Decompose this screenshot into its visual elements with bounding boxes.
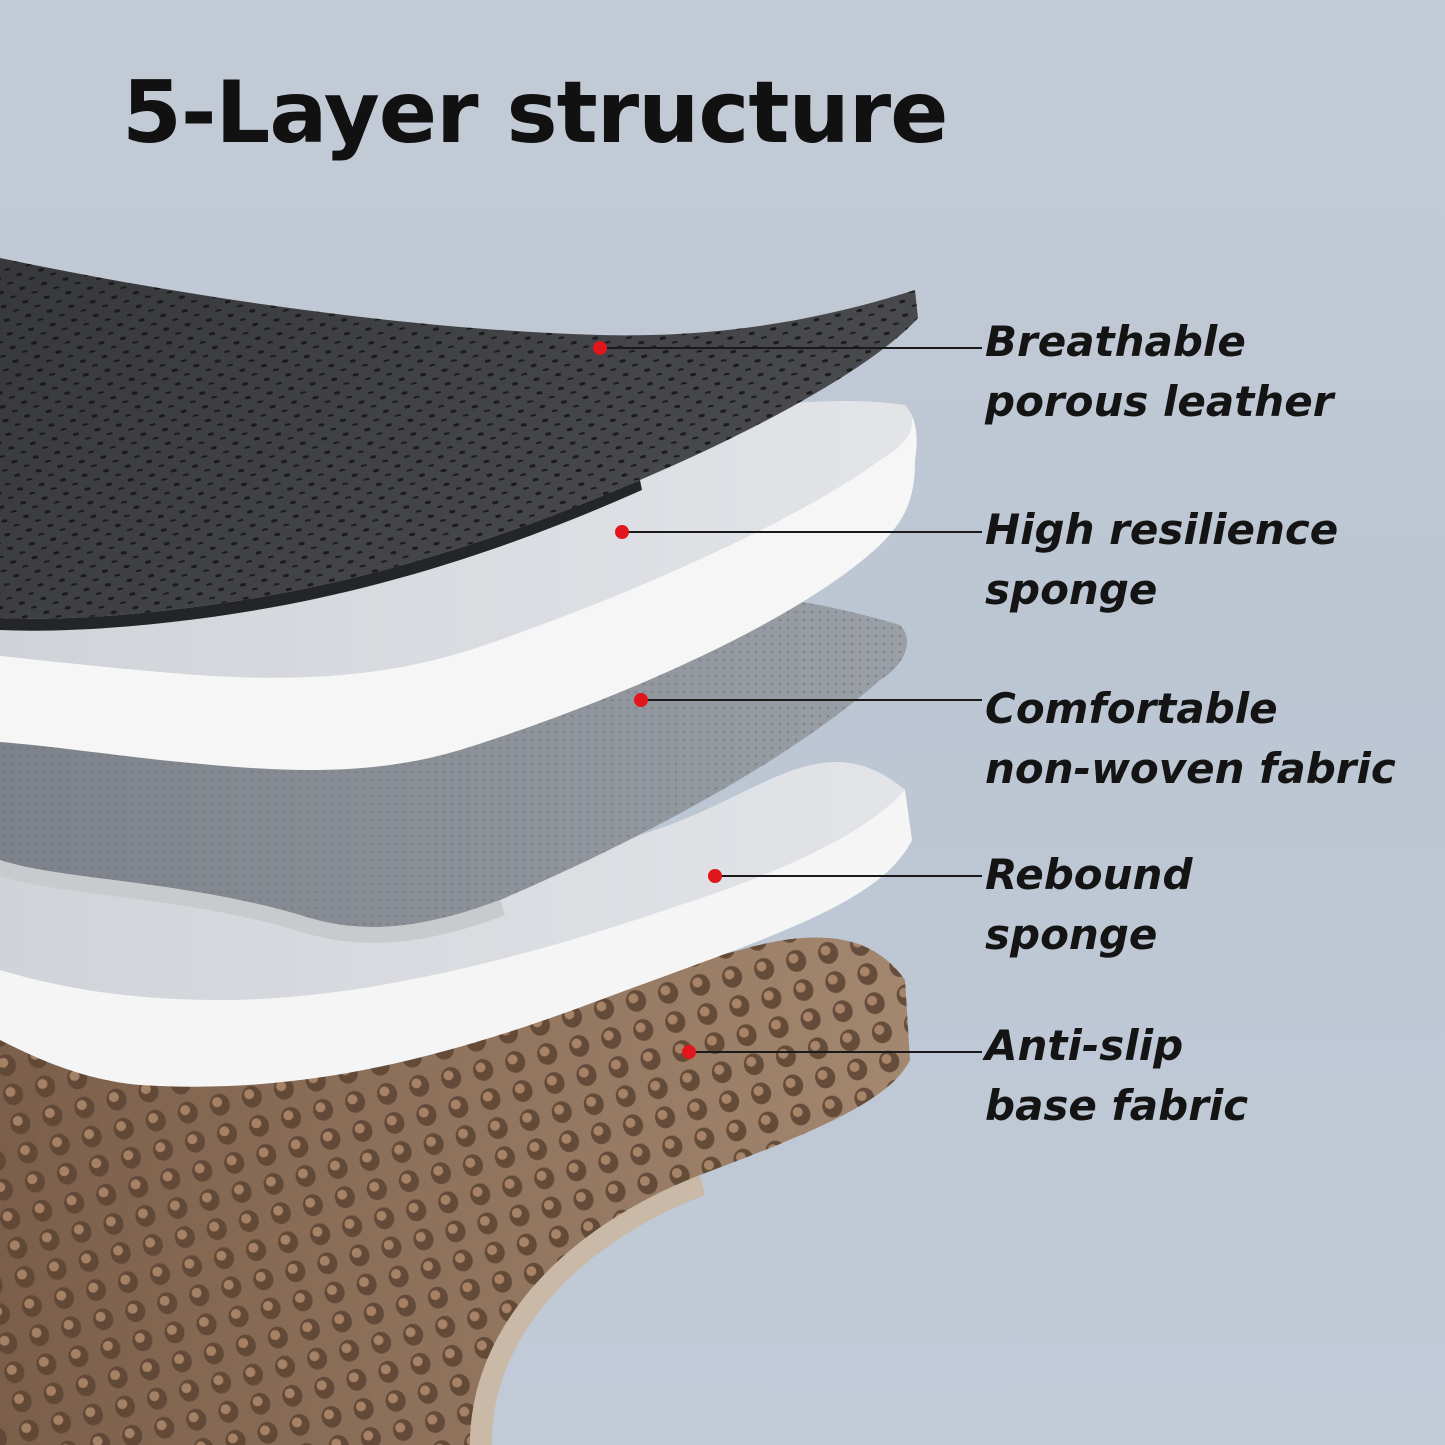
- label-line-1: High resilience: [985, 505, 1339, 554]
- label-breathable-porous-leather: Breathable porous leather: [985, 312, 1425, 432]
- label-high-resilience-sponge: High resilience sponge: [985, 500, 1425, 620]
- label-line-1: Rebound: [985, 850, 1193, 899]
- label-line-1: Comfortable: [985, 684, 1278, 733]
- label-rebound-sponge: Rebound sponge: [985, 845, 1425, 965]
- label-line-2: non-woven fabric: [985, 744, 1396, 793]
- marker-dot-2: [634, 693, 648, 707]
- label-line-2: base fabric: [985, 1081, 1249, 1130]
- label-line-2: sponge: [985, 910, 1158, 959]
- page-title: 5-Layer structure: [122, 63, 948, 163]
- label-line-2: porous leather: [985, 377, 1334, 426]
- marker-dot-4: [682, 1045, 696, 1059]
- label-comfortable-non-woven-fabric: Comfortable non-woven fabric: [985, 679, 1425, 799]
- label-anti-slip-base-fabric: Anti-slip base fabric: [985, 1016, 1425, 1136]
- leader-lines: [593, 341, 982, 1059]
- label-line-2: sponge: [985, 565, 1158, 614]
- label-line-1: Anti-slip: [985, 1021, 1184, 1070]
- marker-dot-1: [615, 525, 629, 539]
- label-line-1: Breathable: [985, 317, 1246, 366]
- marker-dot-3: [708, 869, 722, 883]
- marker-dot-0: [593, 341, 607, 355]
